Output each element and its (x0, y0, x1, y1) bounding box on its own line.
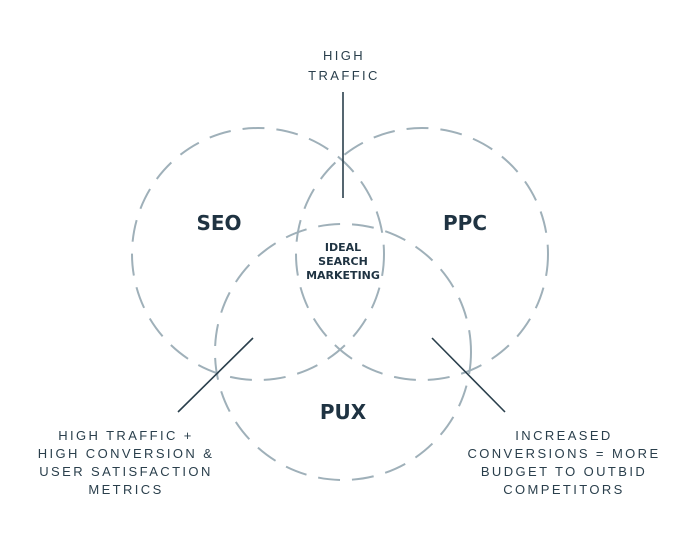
pux-label: PUX (320, 400, 367, 424)
center-label-line2: SEARCH (318, 255, 368, 268)
center-label-line1: IDEAL (325, 241, 361, 254)
center-label-line3: MARKETING (306, 269, 380, 282)
right-callout-line3: BUDGET TO OUTBID (481, 464, 647, 479)
ppc-circle (295, 127, 549, 381)
pux-circle (214, 223, 472, 481)
right-callout-line1: INCREASED (515, 428, 612, 443)
connector-lines (177, 92, 506, 413)
top-callout-line1: HIGH (323, 48, 365, 63)
left-callout-line2: HIGH CONVERSION & (38, 446, 215, 461)
right-connector-line (431, 337, 506, 413)
seo-circle (131, 127, 385, 381)
left-callout-line3: USER SATISFACTION (39, 464, 212, 479)
left-callout-line1: HIGH TRAFFIC + (58, 428, 194, 443)
left-callout-line4: METRICS (88, 482, 163, 497)
seo-label: SEO (196, 211, 241, 235)
ppc-label: PPC (443, 211, 487, 235)
left-callout: HIGH TRAFFIC + HIGH CONVERSION & USER SA… (38, 428, 215, 497)
right-callout-line4: COMPETITORS (503, 482, 625, 497)
left-connector-line (177, 337, 254, 413)
right-callout-line2: CONVERSIONS = MORE (467, 446, 660, 461)
center-label: IDEAL SEARCH MARKETING (306, 241, 380, 282)
venn-circles (131, 127, 549, 481)
top-callout: HIGH TRAFFIC (308, 48, 380, 83)
top-callout-line2: TRAFFIC (308, 68, 380, 83)
right-callout: INCREASED CONVERSIONS = MORE BUDGET TO O… (467, 428, 660, 497)
